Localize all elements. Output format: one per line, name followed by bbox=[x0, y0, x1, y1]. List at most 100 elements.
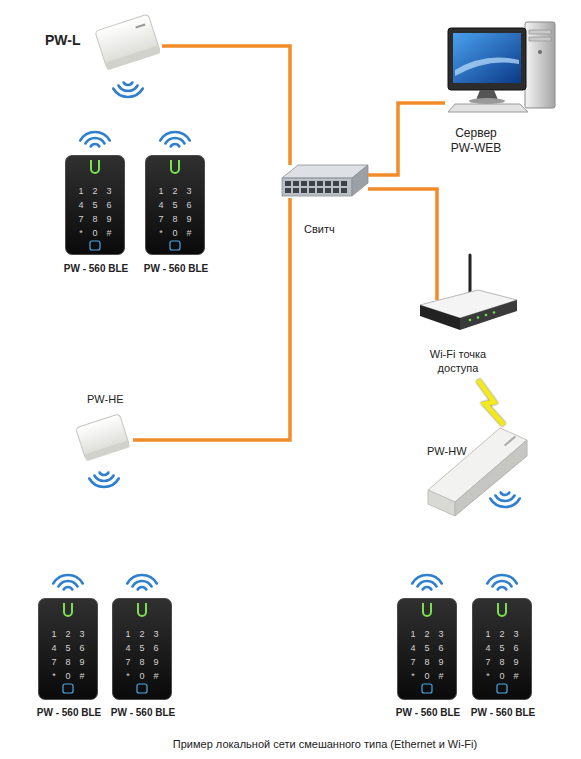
device-side bbox=[105, 45, 161, 70]
keypad-key: 5 bbox=[139, 644, 144, 653]
device-label: PW - 560 BLE bbox=[126, 263, 226, 276]
keypad-key: 6 bbox=[79, 644, 84, 653]
device-label: PW-HE bbox=[87, 393, 137, 407]
keypad-key: 4 bbox=[410, 644, 415, 653]
switch-front bbox=[282, 178, 352, 196]
keypad-key: 5 bbox=[92, 201, 97, 210]
keypad-key: 0 bbox=[65, 672, 70, 681]
ethernet-cable bbox=[368, 103, 445, 175]
keypad-key: 8 bbox=[92, 215, 97, 224]
router-side bbox=[460, 300, 517, 330]
keypad-key: 4 bbox=[125, 644, 130, 653]
keypad-key: # bbox=[153, 672, 158, 681]
keypad-key: 3 bbox=[186, 187, 191, 196]
keypad-key: 4 bbox=[158, 201, 163, 210]
switch-top bbox=[282, 165, 368, 178]
drive-bay bbox=[529, 30, 551, 34]
keypad-key: 8 bbox=[172, 215, 177, 224]
keypad-key: * bbox=[52, 672, 56, 681]
router-led bbox=[469, 319, 472, 322]
keypad-key: 2 bbox=[139, 630, 144, 639]
wifi-symbol bbox=[89, 473, 118, 487]
keypad-key: 3 bbox=[513, 630, 518, 639]
keypad-key: * bbox=[126, 672, 130, 681]
network-device: PW-HW bbox=[425, 425, 527, 517]
device-label: PW - 560 BLE bbox=[46, 263, 146, 276]
device-label: PW - 560 BLE bbox=[378, 707, 478, 720]
device-label: PW - 560 BLE bbox=[19, 707, 119, 720]
keypad-key: * bbox=[486, 672, 490, 681]
wifi-symbol bbox=[127, 575, 156, 589]
keypad-key: 9 bbox=[438, 658, 443, 667]
device-side bbox=[84, 440, 130, 461]
keypad-key: 7 bbox=[51, 658, 56, 667]
keyboard bbox=[448, 104, 528, 112]
keypad-key: * bbox=[159, 229, 163, 238]
keypad-key: 6 bbox=[106, 201, 111, 210]
keypad-key: 8 bbox=[65, 658, 70, 667]
device-top bbox=[428, 428, 527, 502]
server-computer bbox=[448, 22, 555, 112]
wifi-router bbox=[420, 255, 517, 330]
keypad-key: 7 bbox=[78, 215, 83, 224]
keypad-key: # bbox=[513, 672, 518, 681]
keypad-key: 9 bbox=[153, 658, 158, 667]
keypad-key: 0 bbox=[424, 672, 429, 681]
device-label: PW - 560 BLE bbox=[453, 707, 553, 720]
keypad-key: 7 bbox=[125, 658, 130, 667]
wifi-symbol bbox=[490, 493, 519, 507]
keypad-key: * bbox=[411, 672, 415, 681]
network-device: PW-HE bbox=[73, 410, 133, 465]
wireless-link bbox=[478, 380, 504, 425]
network-device: Сервер PW-WEB bbox=[445, 20, 557, 112]
keypad-key: 3 bbox=[106, 187, 111, 196]
wifi-symbol bbox=[160, 132, 189, 146]
keypad-key: 6 bbox=[438, 644, 443, 653]
keypad-key: 9 bbox=[513, 658, 518, 667]
keypad-key: # bbox=[186, 229, 191, 238]
device-label: PW-HW bbox=[427, 445, 477, 459]
screen-swoosh bbox=[455, 58, 519, 76]
keypad-key: # bbox=[438, 672, 443, 681]
keypad-key: 8 bbox=[499, 658, 504, 667]
network-device: PW-L bbox=[92, 12, 162, 74]
figure-caption: Пример локальной сети смешанного типа (E… bbox=[100, 738, 550, 751]
power-button bbox=[538, 50, 542, 54]
keypad-key: 6 bbox=[513, 644, 518, 653]
keypad-key: 3 bbox=[79, 630, 84, 639]
wifi-symbol bbox=[487, 575, 516, 589]
switch-side bbox=[352, 165, 368, 196]
wifi-symbol bbox=[80, 132, 109, 146]
device-slot bbox=[135, 24, 145, 29]
keypad-key: 8 bbox=[139, 658, 144, 667]
monitor-screen bbox=[453, 33, 521, 83]
wifi-symbol bbox=[412, 575, 441, 589]
keypad-key: 1 bbox=[51, 630, 56, 639]
keypad-key: 1 bbox=[485, 630, 490, 639]
tower-case bbox=[525, 22, 555, 108]
keypad-key: 0 bbox=[499, 672, 504, 681]
keypad-key: 4 bbox=[51, 644, 56, 653]
keypad-key: 5 bbox=[424, 644, 429, 653]
monitor-base bbox=[469, 98, 505, 104]
device-end bbox=[428, 490, 455, 516]
keypad-key: 7 bbox=[485, 658, 490, 667]
keypad-key: 2 bbox=[424, 630, 429, 639]
controller-device bbox=[428, 428, 527, 516]
network-device: Wi-Fi точка доступа bbox=[418, 300, 498, 380]
device-slot bbox=[504, 436, 516, 447]
keypad-key: 0 bbox=[172, 229, 177, 238]
keypad-key: 8 bbox=[424, 658, 429, 667]
keypad-key: 5 bbox=[172, 201, 177, 210]
wifi-symbol bbox=[113, 83, 142, 97]
monitor-stand bbox=[476, 90, 498, 100]
network-device: Свитч bbox=[280, 165, 368, 198]
router-front bbox=[420, 305, 460, 330]
router-top bbox=[420, 290, 517, 318]
device-label: Свитч bbox=[304, 223, 354, 237]
keypad-key: 1 bbox=[158, 187, 163, 196]
keypad-key: 6 bbox=[153, 644, 158, 653]
keypad-key: 5 bbox=[499, 644, 504, 653]
keypad-key: 4 bbox=[78, 201, 83, 210]
